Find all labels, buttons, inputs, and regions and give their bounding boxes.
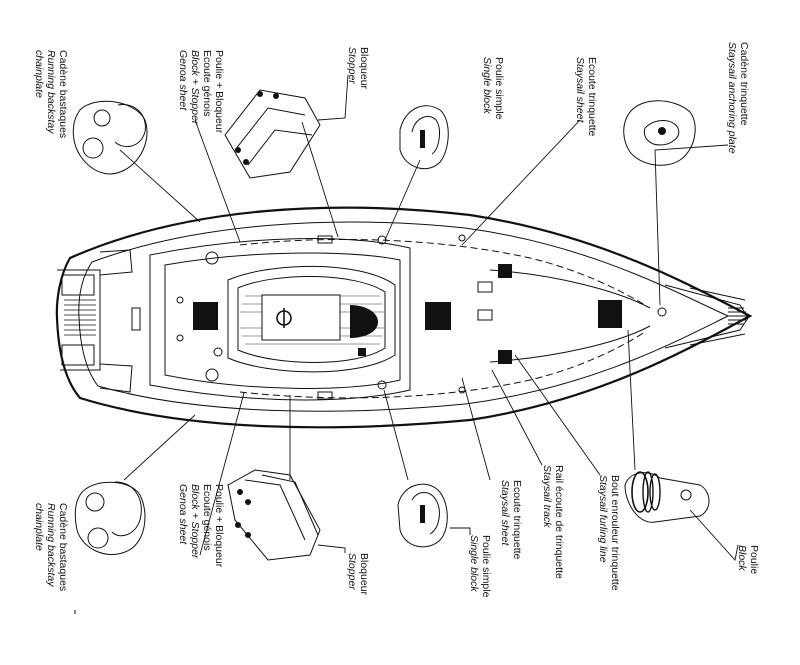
label-fr: Cadène bastaques [57, 50, 69, 139]
label-fr: Bloqueur [358, 47, 370, 90]
label-en: Staysail sheet [499, 480, 511, 546]
label-fr: Rail écoute de trinquette [553, 465, 565, 579]
label-staysail-track: Rail écoute de trinquette Staysail track [541, 465, 565, 579]
label-stopper-top: Bloqueur Stopper [346, 47, 370, 89]
single-block-top-drawing [399, 105, 449, 170]
label-en: Block + Stopper [189, 484, 201, 559]
label-en: Single block [481, 57, 493, 114]
label-fr: Ecoute trinquette [511, 480, 523, 560]
label-backstay-chainplate-bottom: Cadène bastaques Running backstay chainp… [33, 503, 69, 591]
label-en: Single block [468, 535, 480, 592]
label-en: Running backstay [45, 503, 57, 587]
label-en: Staysail sheet [574, 57, 586, 123]
label-fr: Poulie + Bloqueur [213, 484, 225, 568]
label-block: Poulie Block [736, 545, 760, 574]
genoa-block-stopper-bottom-drawing [227, 469, 321, 561]
label-en: Staysail track [541, 465, 553, 528]
deck-block-drawing [624, 471, 710, 523]
label-fr: Cadène bastaques [57, 503, 69, 592]
label-stopper-bottom: Bloqueur Stopper [346, 553, 370, 595]
single-block-bottom-drawing [397, 483, 448, 548]
label-backstay-chainplate-top: Cadène bastaques Running backstay chainp… [33, 50, 69, 138]
label-en: Staysail anchoring plate [726, 42, 738, 154]
label-genoa-block-bottom: Poulie + Bloqueur Ecoute génois Block + … [177, 484, 225, 567]
label-fr: Bout enrouleur trinquette [609, 475, 621, 591]
staysail-chainplate-drawing [623, 100, 696, 166]
label-fr: Ecoute génois [201, 50, 213, 117]
label-staysail-sheet-top: Ecoute trinquette Staysail sheet [574, 57, 598, 136]
label-en: Staysail furling line [597, 475, 609, 563]
backstay-chainplate-bottom-drawing [74, 481, 146, 556]
label-en: Stopper [346, 47, 358, 84]
label-staysail-sheet-bottom: Ecoute trinquette Staysail sheet [499, 480, 523, 559]
label-fr: Poulie simple [493, 57, 505, 120]
label-fr: Ecoute génois [201, 484, 213, 551]
label-en: Stopper [346, 553, 358, 590]
label-fr: Cadène trinquette [738, 42, 750, 126]
label-en: chainplate [33, 503, 45, 551]
label-genoa-block-top: Poulie + Bloqueur Ecoute génois Block + … [177, 50, 225, 133]
label-fr: Poulie simple [480, 535, 492, 598]
label-en: Genoa sheet [177, 50, 189, 111]
label-en: chainplate [33, 50, 45, 98]
genoa-block-stopper-top-drawing [224, 89, 321, 179]
label-fr: Bloqueur [358, 553, 370, 596]
label-en: Block + Stopper [189, 50, 201, 125]
leader-lines [119, 74, 739, 561]
label-fr: Poulie + Bloqueur [213, 50, 225, 134]
hull-outline [55, 206, 753, 429]
label-fr: Poulie [748, 545, 760, 575]
label-en: Genoa sheet [177, 484, 189, 545]
label-single-block-bottom: Poulie simple Single block [468, 535, 492, 597]
label-en: Block [736, 545, 748, 571]
label-furling-line: Bout enrouleur trinquette Staysail furli… [597, 475, 621, 591]
backstay-chainplate-top-drawing [72, 100, 148, 175]
label-staysail-chainplate: Cadène trinquette Staysail anchoring pla… [726, 42, 750, 154]
label-en: Running backstay [45, 50, 57, 134]
label-fr: Ecoute trinquette [586, 57, 598, 137]
label-single-block-top: Poulie simple Single block [481, 57, 505, 119]
